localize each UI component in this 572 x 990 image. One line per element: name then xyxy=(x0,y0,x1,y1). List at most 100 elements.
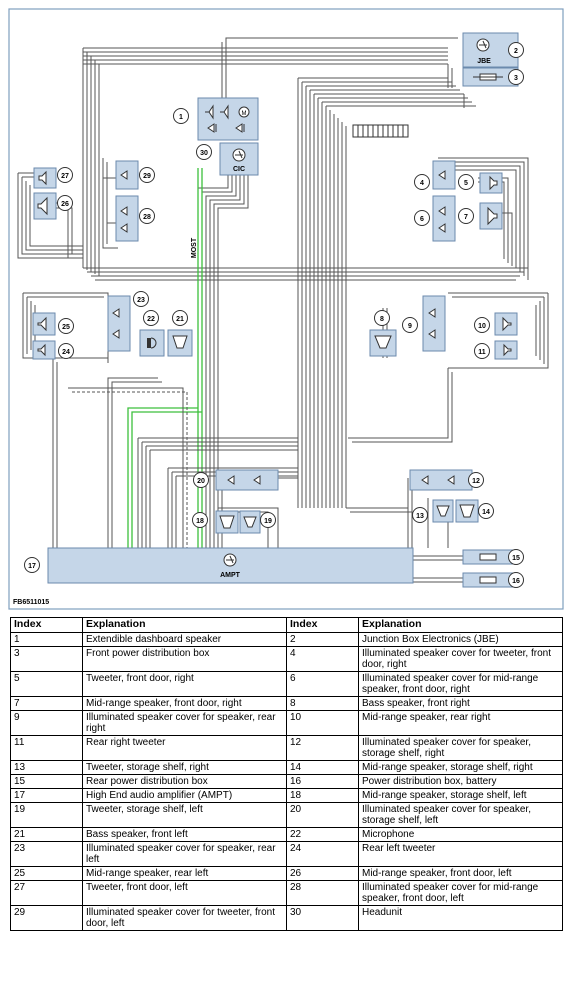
legend-explanation-cell: Bass speaker, front right xyxy=(358,696,563,711)
led-icon xyxy=(112,308,120,339)
legend-index-cell: 17 xyxy=(10,788,83,803)
fuse-icon xyxy=(473,73,503,81)
svg-text:M: M xyxy=(242,111,247,117)
legend-index-cell: 11 xyxy=(10,735,83,761)
speaker-icon xyxy=(205,104,229,120)
legend-explanation-cell: Illuminated speaker cover for mid-range … xyxy=(358,671,563,697)
midrange-speaker-icon xyxy=(219,515,235,529)
connector-block xyxy=(352,124,409,138)
legend-explanation-cell: Mid-range speaker, front door, left xyxy=(358,866,563,881)
callout-number: 24 xyxy=(62,349,70,356)
callout-number: 28 xyxy=(143,214,151,221)
callout-1: 1 xyxy=(173,108,189,124)
legend-index-cell: 27 xyxy=(10,880,83,906)
callout-29: 29 xyxy=(139,167,155,183)
led-icon xyxy=(428,308,436,339)
led-icon xyxy=(120,170,128,180)
legend-explanation-cell: Mid-range speaker, storage shelf, right xyxy=(358,760,563,775)
legend-index-cell: 15 xyxy=(10,774,83,789)
callout-number: 8 xyxy=(380,316,384,323)
legend-index-cell: 5 xyxy=(10,671,83,697)
legend-explanation-cell: Mid-range speaker, rear right xyxy=(358,710,563,736)
callout-7: 7 xyxy=(458,208,474,224)
legend-explanation-cell: Illuminated speaker cover for speaker, s… xyxy=(358,802,563,828)
legend-header-explanation: Explanation xyxy=(358,617,563,633)
tweeter-icon xyxy=(503,343,512,357)
callout-number: 5 xyxy=(464,180,468,187)
callout-number: 18 xyxy=(196,518,204,525)
legend-explanation-cell: Illuminated speaker cover for tweeter, f… xyxy=(358,646,563,672)
legend-explanation-cell: Microphone xyxy=(358,827,563,842)
legend-index-cell: 29 xyxy=(10,905,83,931)
callout-20: 20 xyxy=(193,472,209,488)
tweeter-icon xyxy=(489,175,498,191)
callout-19: 19 xyxy=(260,512,276,528)
midrange-speaker-icon xyxy=(502,316,512,332)
legend-explanation-cell: Bass speaker, front left xyxy=(82,827,287,842)
legend-index-cell: 20 xyxy=(286,802,359,828)
callout-16: 16 xyxy=(508,572,524,588)
callout-18: 18 xyxy=(192,512,208,528)
callout-24: 24 xyxy=(58,343,74,359)
wiring-diagram: JBE M CIC MOST xyxy=(8,8,564,610)
legend-explanation-cell: Mid-range speaker, rear left xyxy=(82,866,287,881)
legend-index-cell: 22 xyxy=(286,827,359,842)
callout-13: 13 xyxy=(412,507,428,523)
legend-header-index: Index xyxy=(10,617,83,633)
callout-number: 10 xyxy=(478,323,486,330)
tweeter-icon xyxy=(436,505,450,517)
led-icon xyxy=(438,206,446,233)
legend-index-cell: 10 xyxy=(286,710,359,736)
callout-30: 30 xyxy=(196,144,212,160)
legend-explanation-cell: Tweeter, storage shelf, right xyxy=(82,760,287,775)
fuse-icon xyxy=(479,553,497,561)
callout-10: 10 xyxy=(474,317,490,333)
legend-index-cell: 24 xyxy=(286,841,359,867)
callout-number: 13 xyxy=(416,513,424,520)
legend-explanation-cell: Rear right tweeter xyxy=(82,735,287,761)
legend-index-cell: 23 xyxy=(10,841,83,867)
bass-speaker-icon xyxy=(172,335,188,349)
callout-12: 12 xyxy=(468,472,484,488)
callout-2: 2 xyxy=(508,42,524,58)
microphone-icon xyxy=(147,337,157,349)
fuse-icon xyxy=(479,576,497,584)
jbe-module-label: JBE xyxy=(477,58,491,65)
ampt-module-label: AMPT xyxy=(220,572,241,579)
callout-number: 14 xyxy=(482,509,490,516)
legend-index-cell: 28 xyxy=(286,880,359,906)
legend-explanation-cell: Front power distribution box xyxy=(82,646,287,672)
legend-explanation-cell: Tweeter, front door, right xyxy=(82,671,287,697)
callout-number: 15 xyxy=(512,555,520,562)
callout-4: 4 xyxy=(414,174,430,190)
callout-number: 16 xyxy=(512,578,520,585)
legend-explanation-cell: Illuminated speaker cover for mid-range … xyxy=(358,880,563,906)
callout-number: 17 xyxy=(28,563,36,570)
callout-number: 9 xyxy=(408,323,412,330)
led-icon xyxy=(421,475,455,485)
callout-number: 27 xyxy=(61,173,69,180)
legend-index-cell: 6 xyxy=(286,671,359,697)
callout-6: 6 xyxy=(414,210,430,226)
callout-number: 6 xyxy=(420,216,424,223)
callout-28: 28 xyxy=(139,208,155,224)
legend-index-cell: 16 xyxy=(286,774,359,789)
midrange-speaker-icon xyxy=(459,504,475,518)
motor-icon: M xyxy=(238,106,250,118)
led-icon xyxy=(227,475,261,485)
legend-explanation-cell: Tweeter, front door, left xyxy=(82,880,287,906)
legend-index-cell: 3 xyxy=(10,646,83,672)
callout-number: 12 xyxy=(472,478,480,485)
midrange-speaker-icon xyxy=(37,316,47,332)
legend-index-cell: 25 xyxy=(10,866,83,881)
callout-number: 20 xyxy=(197,478,205,485)
callout-number: 7 xyxy=(464,214,468,221)
